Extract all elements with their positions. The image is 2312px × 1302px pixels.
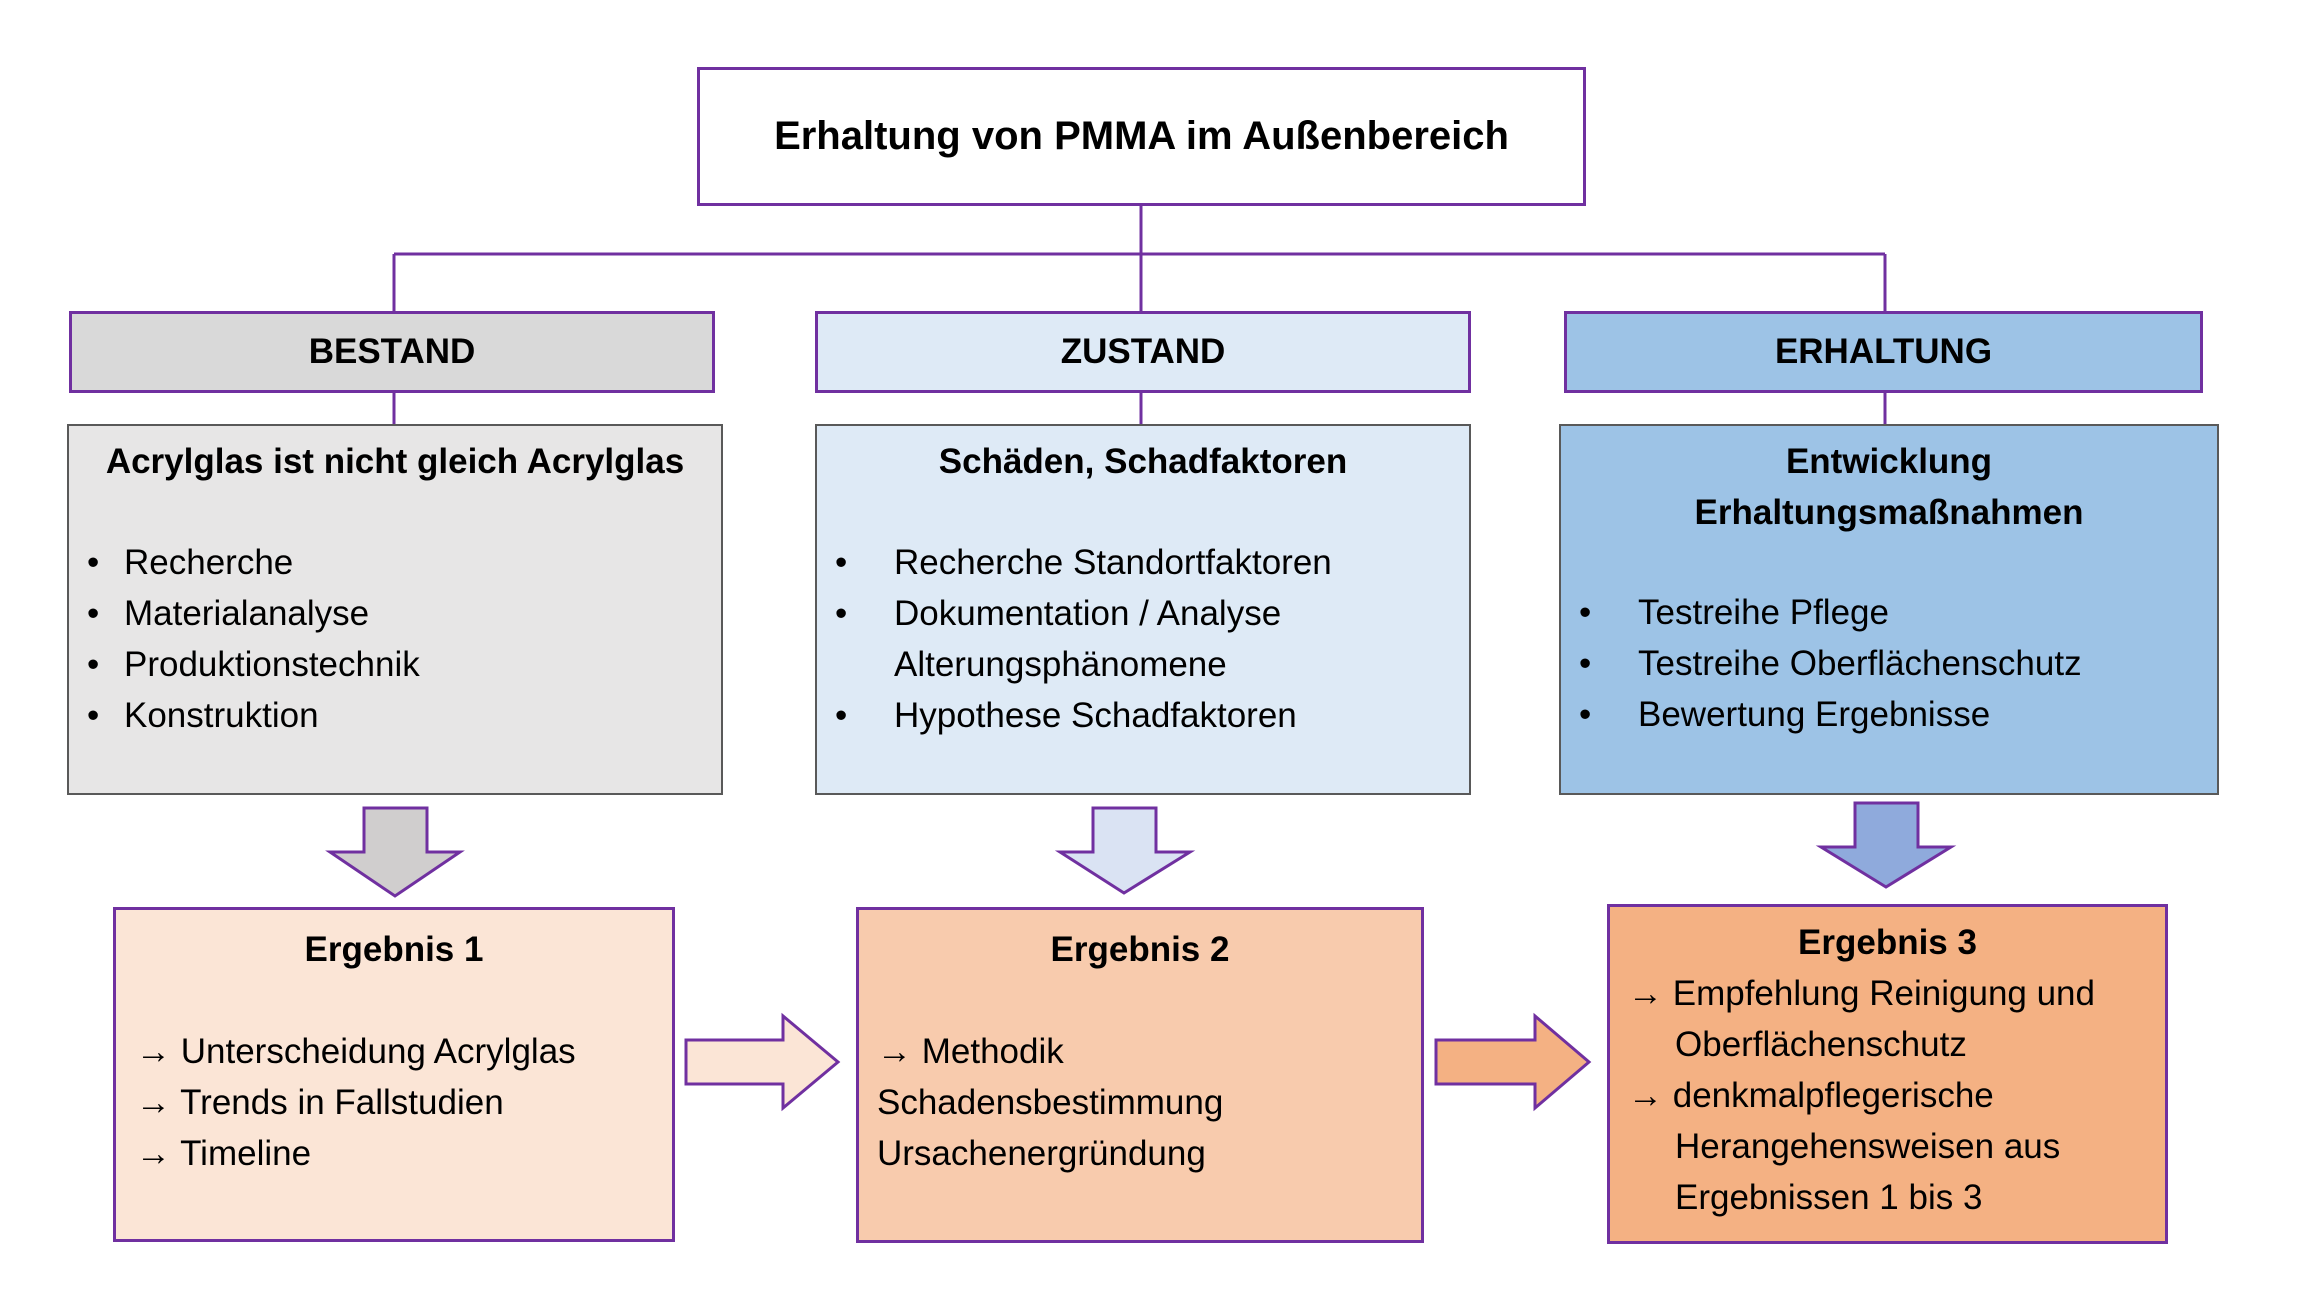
list-item: • Materialanalyse [69, 588, 721, 639]
content-heading: Entwicklung Erhaltungsmaßnahmen [1561, 436, 2217, 538]
bullet-icon: • [87, 594, 100, 633]
bullet-icon: • [835, 594, 848, 633]
list-item-text: Materialanalyse [124, 594, 370, 633]
list-item-text: Recherche [124, 543, 294, 582]
arrow-right-icon: → [877, 1032, 912, 1071]
result-line: → Methodik [877, 1026, 1421, 1077]
result-line-text: denkmalpflegerische [1672, 1076, 1994, 1115]
bullet-icon: • [1579, 695, 1592, 734]
result-line-text: Ursachenergründung [877, 1134, 1206, 1173]
list-item-text: Dokumentation / Analyse [894, 594, 1282, 633]
list-item: • Hypothese Schadfaktoren [817, 690, 1469, 741]
list-item-continuation: Alterungsphänomene [817, 639, 1469, 690]
result-line-text: Trends in Fallstudien [180, 1083, 504, 1122]
content-erhaltung: Entwicklung Erhaltungsmaßnahmen • Testrei… [1559, 424, 2219, 795]
right-arrow-2 [1434, 1012, 1592, 1112]
list-item-text: Alterungsphänomene [894, 645, 1227, 684]
content-heading-line: Entwicklung [1785, 442, 1993, 481]
bullet-icon: • [87, 696, 100, 735]
list-item: • Bewertung Ergebnisse [1561, 689, 2217, 740]
bullet-icon: • [87, 543, 100, 582]
list-item: • Recherche Standortfaktoren [817, 537, 1469, 588]
result-line-text: Timeline [180, 1134, 312, 1173]
list-item-text: Konstruktion [124, 696, 319, 735]
bullet-icon: • [1579, 644, 1592, 683]
list-item: • Konstruktion [69, 690, 721, 741]
result-title: Ergebnis 3 [1798, 923, 1977, 962]
result-title: Ergebnis 1 [304, 930, 484, 969]
list-item-text: Testreihe Oberflächenschutz [1638, 644, 2082, 683]
result-lines: → Empfehlung Reinigung und Oberflächensc… [1610, 968, 2165, 1223]
list-item-text: Testreihe Pflege [1638, 593, 1889, 632]
result-line-text: Unterscheidung Acrylglas [180, 1032, 576, 1071]
list-item: • Dokumentation / Analyse [817, 588, 1469, 639]
down-arrow-3 [1815, 801, 1957, 889]
bullet-icon: • [1579, 593, 1592, 632]
list-item: • Produktionstechnik [69, 639, 721, 690]
result-box-3: Ergebnis 3 → Empfehlung Reinigung und Ob… [1607, 904, 2168, 1244]
category-bestand: BESTAND [69, 311, 715, 393]
list-item: • Recherche [69, 537, 721, 588]
content-heading: Acrylglas ist nicht gleich Acrylglas [105, 442, 685, 481]
list-item-text: Recherche Standortfaktoren [894, 543, 1332, 582]
content-heading-line: Erhaltungsmaßnahmen [1694, 493, 2084, 532]
arrow-right-icon: → [1628, 974, 1663, 1013]
arrow-right-icon: → [136, 1134, 171, 1173]
result-title: Ergebnis 2 [1050, 930, 1230, 969]
result-lines: → Methodik Schadensbestimmung Ursachener… [859, 1026, 1421, 1179]
result-lines: → Unterscheidung Acrylglas → Trends in F… [116, 1026, 672, 1179]
result-line: Schadensbestimmung [877, 1077, 1421, 1128]
result-line: → Empfehlung Reinigung und [1628, 968, 2165, 1019]
list-item-text: Hypothese Schadfaktoren [894, 696, 1297, 735]
list-item-text: Produktionstechnik [124, 645, 420, 684]
list-item-text: Bewertung Ergebnisse [1638, 695, 1991, 734]
diagram-title-box: Erhaltung von PMMA im Außenbereich [697, 67, 1586, 206]
result-line-text: Ergebnissen 1 bis 3 [1675, 1178, 1983, 1217]
arrow-right-icon: → [136, 1083, 171, 1122]
content-zustand: Schäden, Schadfaktoren • Recherche Stando… [815, 424, 1471, 795]
result-line-text: Methodik [921, 1032, 1064, 1071]
bullet-icon: • [835, 543, 848, 582]
right-arrow-1 [684, 1012, 841, 1112]
bullet-icon: • [87, 645, 100, 684]
down-arrow-1 [325, 806, 465, 898]
content-bestand: Acrylglas ist nicht gleich Acrylglas • Re… [67, 424, 723, 795]
result-line: Oberflächenschutz [1628, 1019, 2165, 1070]
result-box-2: Ergebnis 2 → Methodik Schadensbestimmung… [856, 907, 1424, 1243]
arrow-right-icon: → [136, 1032, 171, 1071]
category-label: ZUSTAND [1060, 332, 1226, 371]
result-line-text: Schadensbestimmung [877, 1083, 1224, 1122]
category-label: ERHALTUNG [1774, 332, 1993, 371]
list-item: • Testreihe Pflege [1561, 587, 2217, 638]
bullet-list: • Testreihe Pflege • Testreihe Oberflächen… [1561, 587, 2217, 740]
arrow-right-icon: → [1628, 1076, 1663, 1115]
result-line: → Unterscheidung Acrylglas [136, 1026, 672, 1077]
result-line: → Trends in Fallstudien [136, 1077, 672, 1128]
result-line: Ursachenergründung [877, 1128, 1421, 1179]
result-line: Ergebnissen 1 bis 3 [1628, 1172, 2165, 1223]
category-label: BESTAND [308, 332, 476, 371]
result-box-1: Ergebnis 1 → Unterscheidung Acrylglas → … [113, 907, 675, 1242]
category-erhaltung: ERHALTUNG [1564, 311, 2203, 393]
result-line: → denkmalpflegerische [1628, 1070, 2165, 1121]
result-line: Herangehensweisen aus [1628, 1121, 2165, 1172]
bullet-icon: • [835, 696, 848, 735]
result-line-text: Oberflächenschutz [1675, 1025, 1967, 1064]
content-heading: Schäden, Schadfaktoren [938, 442, 1348, 481]
result-line-text: Herangehensweisen aus [1675, 1127, 2061, 1166]
category-zustand: ZUSTAND [815, 311, 1471, 393]
list-item: • Testreihe Oberflächenschutz [1561, 638, 2217, 689]
result-line: → Timeline [136, 1128, 672, 1179]
bullet-list: • Recherche • Materialanalyse • Produktions… [69, 537, 721, 741]
bullet-list: • Recherche Standortfaktoren • Dokumentati… [817, 537, 1469, 741]
diagram-title: Erhaltung von PMMA im Außenbereich [774, 114, 1509, 158]
down-arrow-2 [1054, 806, 1196, 895]
result-line-text: Empfehlung Reinigung und [1672, 974, 2095, 1013]
